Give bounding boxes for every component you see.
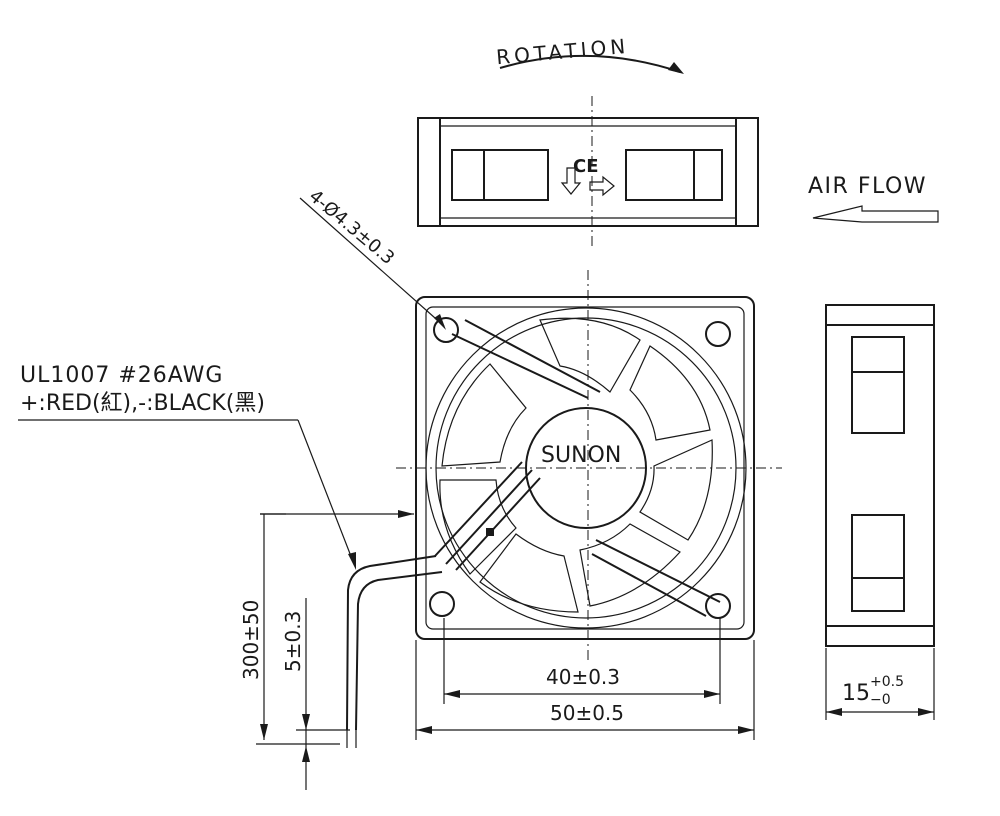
top-view: CE (417, 96, 759, 250)
spoke-lower (591, 539, 721, 617)
ce-mark: CE (573, 156, 599, 177)
lead-wires (346, 555, 443, 748)
fan-blade (639, 439, 713, 541)
thickness-upper-tol: +0.5 (870, 674, 904, 690)
fan-blade (441, 363, 527, 467)
wire-harness (434, 461, 541, 571)
fan-blade (579, 523, 681, 607)
fan-blade (479, 533, 579, 613)
wire-colors-label: +:RED(紅),-:BLACK(黑) (20, 391, 265, 416)
air-flow-label: AIR FLOW (808, 174, 927, 199)
hole-spec-label: 4-Ø4.3±0.3 (305, 186, 399, 269)
wire-type-label: UL1007 #26AWG (20, 363, 223, 388)
airflow-right-arrow-icon (589, 175, 615, 197)
mounting-hole (705, 593, 731, 619)
strip-length-dim: 5±0.3 (281, 611, 305, 672)
mounting-hole (705, 321, 731, 347)
spoke-upper (451, 319, 601, 399)
frame-width-dim: 50±0.5 (550, 701, 624, 725)
rotation-arrow-icon (499, 54, 684, 74)
fan-blade (629, 345, 711, 441)
fan-blade (539, 317, 641, 393)
mounting-hole (429, 591, 455, 617)
brand-label: SUNON (541, 443, 621, 468)
side-view (825, 304, 935, 647)
thickness-dim: 15 (842, 681, 870, 706)
front-view: SUNON (396, 270, 782, 664)
hole-pitch-dim: 40±0.3 (546, 665, 620, 689)
thickness-lower-tol: −0 (870, 692, 891, 708)
lead-length-dim: 300±50 (239, 600, 263, 680)
airflow-down-arrow-icon (560, 167, 582, 195)
air-flow-arrow-icon (812, 205, 939, 223)
mounting-hole (433, 317, 459, 343)
fan-blade (439, 479, 517, 575)
